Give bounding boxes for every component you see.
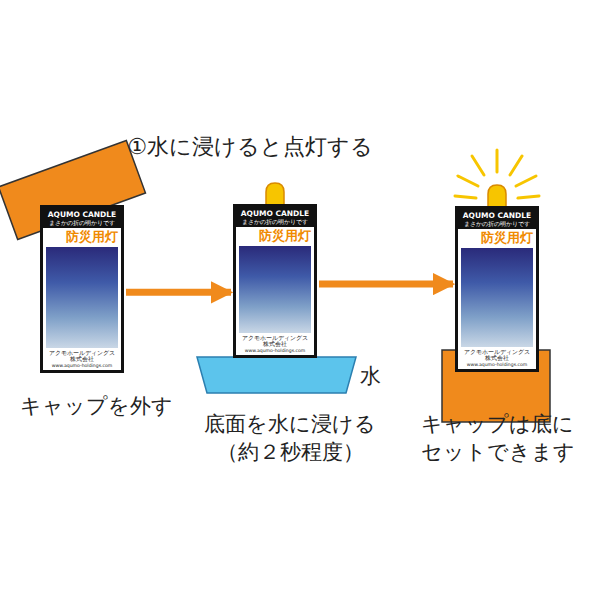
- url: www.aqumo-holdings.com: [458, 362, 536, 369]
- product-name: 防災用灯: [43, 228, 121, 245]
- step-caption: キャップを外す: [6, 392, 186, 420]
- company-name: アクモホールディングス 株式会社: [43, 350, 121, 363]
- label-panel: 防災用灯アクモホールディングス 株式会社www.aqumo-holdings.c…: [43, 228, 121, 370]
- brand-name: AQUMO CANDLE: [236, 207, 314, 219]
- bulb: [266, 183, 284, 205]
- water-label: 水: [360, 362, 390, 390]
- label-panel: 防災用灯アクモホールディングス 株式会社www.aqumo-holdings.c…: [236, 227, 314, 355]
- tagline: まさかの折の明かりです: [458, 221, 536, 230]
- water-picture: [46, 247, 118, 348]
- url: www.aqumo-holdings.com: [236, 348, 314, 355]
- company-name: アクモホールディングス 株式会社: [236, 335, 314, 348]
- bulb: [488, 185, 506, 207]
- tagline: まさかの折の明かりです: [236, 219, 314, 228]
- tagline: まさかの折の明かりです: [43, 220, 121, 229]
- water-tray: [197, 357, 356, 393]
- candle-body: AQUMO CANDLEまさかの折の明かりです防災用灯アクモホールディングス 株…: [233, 204, 317, 358]
- step-caption: キャップは底に セットできます: [410, 410, 585, 467]
- brand-name: AQUMO CANDLE: [458, 209, 536, 221]
- water-picture: [239, 246, 311, 333]
- label-panel: 防災用灯アクモホールディングス 株式会社www.aqumo-holdings.c…: [458, 229, 536, 369]
- product-name: 防災用灯: [236, 227, 314, 244]
- candle-body: AQUMO CANDLEまさかの折の明かりです防災用灯アクモホールディングス 株…: [455, 206, 539, 372]
- step-caption: 底面を水に浸ける （約２秒程度）: [192, 410, 388, 467]
- product-name: 防災用灯: [458, 229, 536, 246]
- title: ①水に浸けると点灯する: [100, 132, 400, 162]
- candle-body: AQUMO CANDLEまさかの折の明かりです防災用灯アクモホールディングス 株…: [40, 205, 124, 373]
- light-rays: [455, 150, 539, 198]
- flow-arrow: [126, 289, 231, 296]
- flow-arrow: [319, 281, 453, 288]
- water-picture: [461, 248, 533, 347]
- url: www.aqumo-holdings.com: [43, 363, 121, 370]
- company-name: アクモホールディングス 株式会社: [458, 349, 536, 362]
- brand-name: AQUMO CANDLE: [43, 208, 121, 220]
